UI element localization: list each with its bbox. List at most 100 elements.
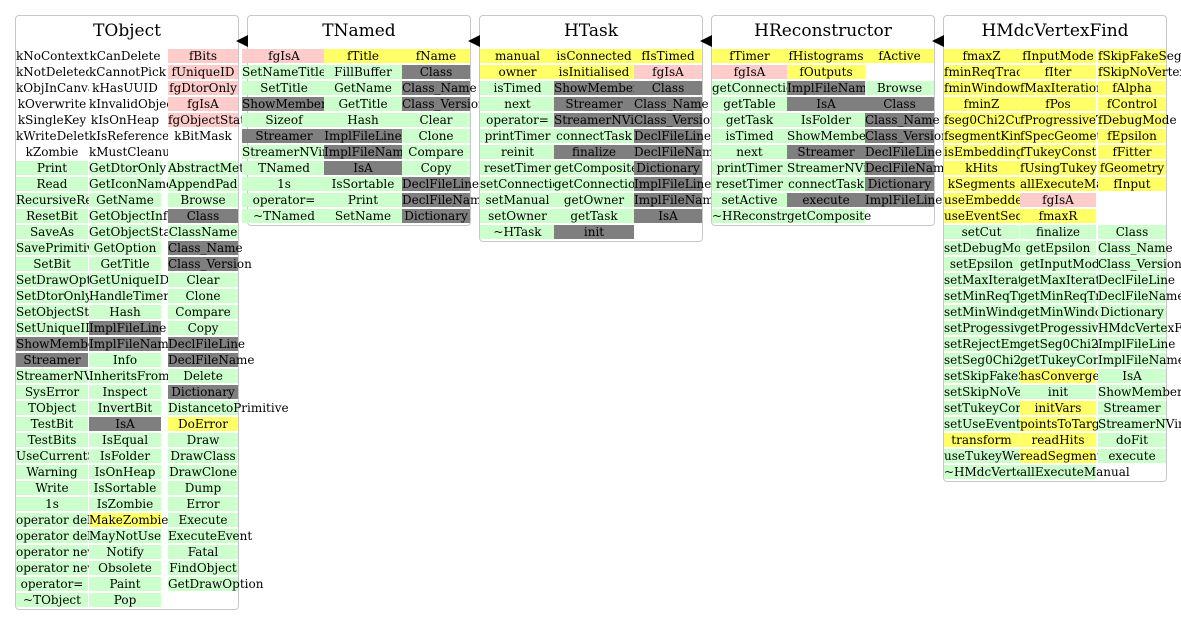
member-fmaxiterations: fMaxIterations: [1020, 81, 1110, 95]
member-settitle: SetTitle: [242, 81, 326, 95]
member-setdrawoption: SetDrawOption: [16, 273, 111, 287]
member-getcomposite: getComposite: [554, 161, 639, 175]
member-getobjectstat: GetObjectStat: [89, 225, 176, 239]
class-title: TObject: [93, 21, 161, 41]
member-pop: Pop: [89, 593, 161, 607]
member-finalize: finalize: [1020, 225, 1096, 239]
member-clone: Clone: [168, 289, 238, 303]
member-info: Info: [89, 353, 161, 367]
member-finputmode: fInputMode: [1020, 49, 1096, 63]
member-makezombie: MakeZombie: [89, 513, 169, 527]
member-fusingtukey: fUsingTukey: [1020, 161, 1097, 175]
member-pointstotarget: pointsToTarget: [1020, 417, 1112, 431]
member-kinvalidobject: kInvalidObject: [89, 97, 178, 111]
member-class-version: Class_Version: [1098, 257, 1181, 271]
member-knocontextmenu: kNoContextMenu: [16, 49, 124, 63]
member-isa: IsA: [324, 161, 402, 175]
member-browse: Browse: [865, 81, 934, 95]
member-fskipfakesegments: fSkipFakeSegments: [1098, 49, 1181, 63]
member-setbit: SetBit: [16, 257, 88, 271]
member-fmaxz: fmaxZ: [944, 49, 1019, 63]
member-isinitialised: isInitialised: [554, 65, 634, 79]
member-fatal: Fatal: [168, 545, 238, 559]
member-transform: transform: [944, 433, 1019, 447]
member-handletimer: HandleTimer: [89, 289, 170, 303]
member-getmaxiterations: getMaxIterations: [1020, 273, 1126, 287]
member-operator-delete: operator delete: [16, 513, 111, 527]
member-fminz: fminZ: [944, 97, 1019, 111]
member-connecttask: connectTask: [787, 177, 865, 191]
member-getuniqueid: GetUniqueID: [89, 273, 170, 287]
member-draw: Draw: [168, 433, 238, 447]
member-fistimed: fIsTimed: [634, 49, 702, 63]
member-recursiveremove: RecursiveRemove: [16, 193, 125, 207]
member-fiter: fIter: [1020, 65, 1096, 79]
member-class-version: Class_Version: [865, 129, 949, 143]
member-fgobjectstat: fgObjectStat: [168, 113, 246, 127]
member-tobject: TObject: [16, 401, 88, 415]
member-implfilename: ImplFileName: [324, 145, 411, 159]
member-testbit: TestBit: [16, 417, 88, 431]
member-declfilename: DeclFileName: [865, 161, 952, 175]
member-compare: Compare: [168, 305, 238, 319]
member-read: Read: [16, 177, 88, 191]
member-isonheap: IsOnHeap: [89, 465, 161, 479]
member-getobjectinfo: GetObjectInfo: [89, 209, 175, 223]
member-setconnections: setConnections: [480, 177, 574, 191]
member-geticonname: GetIconName: [89, 177, 174, 191]
member-printtimer: printTimer: [712, 161, 787, 175]
member-isa: IsA: [1098, 369, 1166, 383]
member-fsegmentkineiter: fsegmentKineIter: [944, 129, 1051, 143]
member-init: init: [554, 225, 634, 239]
member-ksegments: kSegments: [944, 177, 1019, 191]
member-getseg0chi2cut: getSeg0Chi2Cut: [1020, 337, 1121, 351]
member-isequal: IsEqual: [89, 433, 161, 447]
member-clone: Clone: [402, 129, 470, 143]
member-operator-new: operator new[]: [16, 561, 107, 575]
member-isa: IsA: [89, 417, 161, 431]
member-compare: Compare: [402, 145, 470, 159]
member-fgisa: fgIsA: [634, 65, 702, 79]
member-error: Error: [168, 497, 238, 511]
member-invertbit: InvertBit: [89, 401, 161, 415]
member-hash: Hash: [89, 305, 161, 319]
member-getconnections: getConnections: [712, 81, 808, 95]
member-getminreqtracks: getMinReqTracks: [1020, 289, 1129, 303]
member-khits: kHits: [944, 161, 1019, 175]
member-inheritsfrom: InheritsFrom: [89, 369, 170, 383]
member-declfilename: DeclFileName: [634, 145, 721, 159]
member-gettukeyconstant: getTukeyConstant: [1020, 353, 1132, 367]
member-declfilename: DeclFileName: [402, 193, 489, 207]
member-class: Class: [634, 81, 702, 95]
member-kzombie: kZombie: [16, 145, 88, 159]
member-ftimer: fTimer: [712, 49, 787, 63]
member-operator-delete: operator delete[]: [16, 529, 120, 543]
member-falpha: fAlpha: [1098, 81, 1166, 95]
member-doerror: DoError: [168, 417, 238, 431]
member-declfileline: DeclFileLine: [402, 177, 480, 191]
member-setepsilon: setEpsilon: [944, 257, 1019, 271]
member-dictionary: Dictionary: [402, 209, 470, 223]
member-kwritedelete: kWriteDelete: [16, 129, 97, 143]
member-streamernvirtual: StreamerNVirtual: [787, 161, 897, 175]
member-class-version: Class_Version: [634, 113, 718, 127]
member-usecurrentstyle: UseCurrentStyle: [16, 449, 119, 463]
member-fgisa: fgIsA: [712, 65, 787, 79]
member-kisreferenced: kIsReferenced: [89, 129, 177, 143]
member-saveas: SaveAs: [16, 225, 88, 239]
member-fgisa: fgIsA: [1020, 193, 1096, 207]
member-execute: execute: [1098, 449, 1166, 463]
member-foutputs: fOutputs: [787, 65, 865, 79]
member-koverwrite: kOverwrite: [16, 97, 88, 111]
member-implfileline: ImplFileLine: [634, 177, 712, 191]
member-fhistograms: fHistograms: [787, 49, 865, 63]
member-executeevent: ExecuteEvent: [168, 529, 253, 543]
member-setowner: setOwner: [480, 209, 555, 223]
member-implfileline: ImplFileLine: [324, 129, 402, 143]
member-streamernvirtual: StreamerNVirtual: [554, 113, 664, 127]
member-setminwindow: setMinWindow: [944, 305, 1035, 319]
